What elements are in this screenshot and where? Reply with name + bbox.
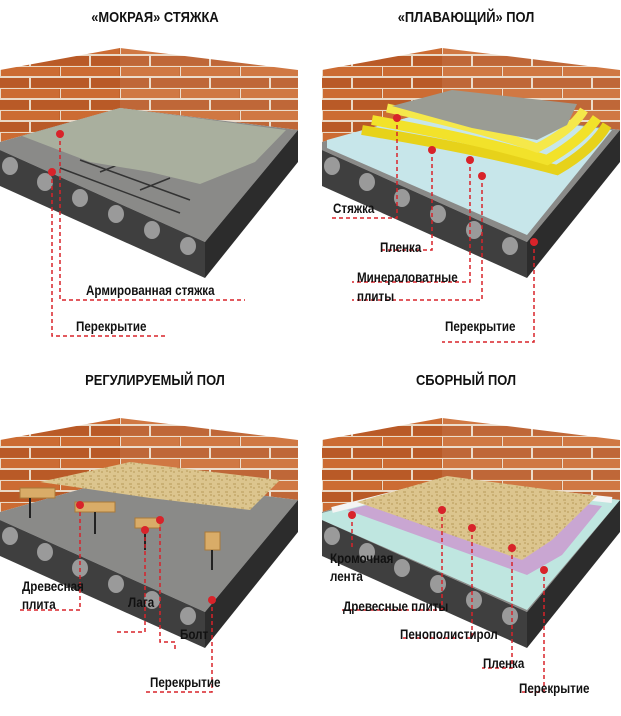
label-reinforced-screed: Армированная стяжка — [86, 283, 215, 298]
floating-floor-illustration — [322, 48, 620, 343]
label-edge-tape: Кромочная — [330, 551, 394, 566]
label-slab: Перекрытие — [150, 675, 221, 690]
label-edge-tape-2: лента — [330, 569, 363, 584]
assembled-floor-illustration — [322, 418, 620, 693]
title-assembled-floor: СБОРНЫЙ ПОЛ — [415, 372, 517, 389]
label-joist: Лага — [128, 595, 155, 610]
label-film: Пленка — [483, 656, 525, 671]
label-slab: Перекрытие — [519, 681, 590, 696]
title-wet-screed: «МОКРАЯ» СТЯЖКА — [91, 9, 219, 26]
label-wood-board-2: плита — [22, 597, 56, 612]
label-wood-boards: Древесные плиты — [343, 599, 449, 614]
title-adjustable-floor: РЕГУЛИРУЕМЫЙ ПОЛ — [85, 372, 225, 389]
label-slab: Перекрытие — [445, 319, 516, 334]
adjustable-floor-illustration — [0, 418, 298, 693]
label-bolt: Болт — [180, 627, 209, 642]
label-mineral-wool-2: плиты — [357, 289, 395, 304]
label-mineral-wool: Минераловатные — [357, 270, 458, 285]
label-film: Пленка — [380, 240, 422, 255]
title-floating-floor: «ПЛАВАЮЩИЙ» ПОЛ — [397, 9, 535, 26]
label-slab: Перекрытие — [76, 319, 147, 334]
label-wood-board: Древесная — [22, 579, 84, 594]
label-polystyrene: Пенополистирол — [400, 627, 498, 642]
label-screed: Стяжка — [333, 201, 375, 216]
wet-screed-illustration — [0, 48, 298, 337]
